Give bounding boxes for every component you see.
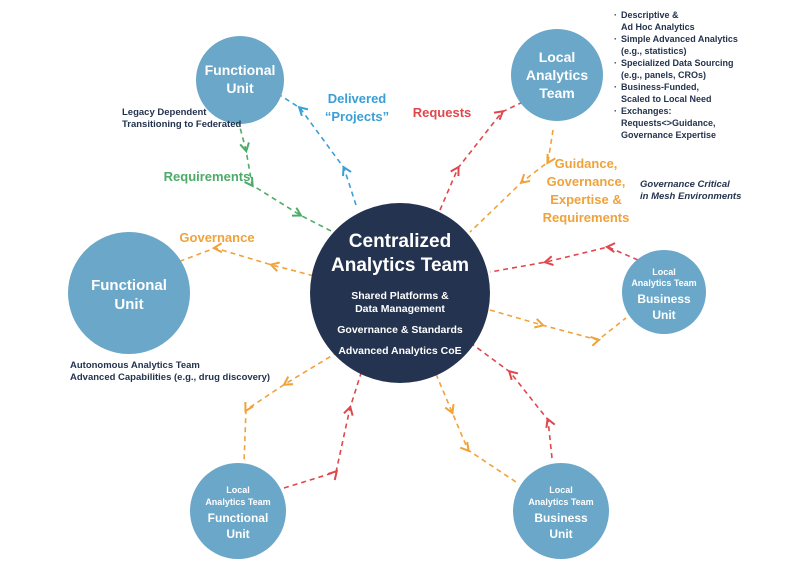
node-bottom-right-small2: Analytics Team xyxy=(528,497,593,507)
node-right-line1: Business xyxy=(637,292,691,306)
label-guidance-line1: Guidance, xyxy=(555,156,618,171)
node-top-left-line1: Functional xyxy=(205,62,276,78)
node-top-right-line1: Local xyxy=(539,49,576,65)
annotation-autonomous-line1: Autonomous Analytics Team xyxy=(70,360,200,371)
label-requirements: Requirements xyxy=(164,169,251,184)
connector-requirements xyxy=(237,119,334,233)
center-item1-line2: Data Management xyxy=(355,303,445,315)
node-top-right-line3: Team xyxy=(539,85,575,101)
list-item-1-line2: Ad Hoc Analytics xyxy=(621,22,695,32)
node-right: Local Analytics Team Business Unit xyxy=(622,250,706,334)
central-analytics-team: Centralized Analytics Team Shared Platfo… xyxy=(310,203,490,383)
annotations: Legacy Dependent Transitioning to Federa… xyxy=(70,10,741,383)
list-item-4-line2: Scaled to Local Need xyxy=(621,94,712,104)
list-item-4-line1: Business-Funded, xyxy=(621,82,699,92)
connector-governance-left xyxy=(177,242,323,279)
label-requests: Requests xyxy=(413,105,472,120)
node-bottom-right-line2: Unit xyxy=(549,527,572,541)
node-top-left: Functional Unit xyxy=(196,36,284,124)
label-guidance-line2: Governance, xyxy=(547,174,626,189)
node-top-left-line2: Unit xyxy=(226,80,254,96)
connector-requests xyxy=(439,99,528,211)
connector-right-orange xyxy=(489,309,627,347)
label-delivered-line1: Delivered xyxy=(328,91,387,106)
center-item3: Advanced Analytics CoE xyxy=(338,345,461,357)
node-right-small2: Analytics Team xyxy=(631,278,696,288)
annotation-legacy-line1: Legacy Dependent xyxy=(122,107,207,118)
list-item-5-line2: Requests<>Guidance, xyxy=(621,118,716,128)
list-item-1-line1: Descriptive & xyxy=(621,10,679,20)
list-item-2-line2: (e.g., statistics) xyxy=(621,46,687,56)
center-title-line2: Analytics Team xyxy=(331,255,469,276)
label-guidance-line3: Expertise & xyxy=(550,192,622,207)
node-bottom-left-small2: Analytics Team xyxy=(205,497,270,507)
node-right-small1: Local xyxy=(652,267,676,277)
local-team-capability-list: · Descriptive & Ad Hoc Analytics · Simpl… xyxy=(614,10,738,140)
list-bullet: · xyxy=(614,106,617,116)
node-left: Functional Unit xyxy=(68,232,190,354)
label-guidance-line4: Requirements xyxy=(543,210,630,225)
connector-bottom-left-red xyxy=(283,369,363,489)
label-governance: Governance xyxy=(179,230,254,245)
label-delivered-line2: “Projects” xyxy=(325,109,389,124)
node-bottom-left-line1: Functional xyxy=(208,511,269,525)
node-left-line2: Unit xyxy=(114,296,143,313)
node-right-line2: Unit xyxy=(652,308,675,322)
list-bullet: · xyxy=(614,58,617,68)
center-title-line1: Centralized xyxy=(349,231,451,252)
list-item-2-line1: Simple Advanced Analytics xyxy=(621,34,738,44)
annotation-governance-critical-line1: Governance Critical xyxy=(640,179,730,190)
connector-bottom-left-orange xyxy=(243,351,339,463)
list-item-3-line1: Specialized Data Sourcing xyxy=(621,58,734,68)
connector-bottom-right-red xyxy=(471,343,556,459)
annotation-legacy-line2: Transitioning to Federated xyxy=(122,119,241,130)
node-bottom-left: Local Analytics Team Functional Unit xyxy=(190,463,286,559)
list-bullet: · xyxy=(614,34,617,44)
node-left-line1: Functional xyxy=(91,277,167,294)
node-top-right: Local Analytics Team xyxy=(511,29,603,121)
annotation-autonomous-line2: Advanced Capabilities (e.g., drug discov… xyxy=(70,372,270,383)
node-bottom-right: Local Analytics Team Business Unit xyxy=(513,463,609,559)
list-bullet: · xyxy=(614,82,617,92)
node-bottom-right-small1: Local xyxy=(549,485,573,495)
center-item2: Governance & Standards xyxy=(337,324,463,336)
node-bottom-left-line2: Unit xyxy=(226,527,249,541)
list-bullet: · xyxy=(614,10,617,20)
list-item-5-line1: Exchanges: xyxy=(621,106,672,116)
connector-delivered-projects xyxy=(271,89,357,206)
list-item-5-line3: Governance Expertise xyxy=(621,130,716,140)
list-item-3-line2: (e.g., panels, CROs) xyxy=(621,70,706,80)
node-bottom-right-line1: Business xyxy=(534,511,588,525)
connectors xyxy=(177,89,639,489)
connector-guidance xyxy=(469,129,556,233)
edge-labels: Delivered “Projects” Requests Requiremen… xyxy=(164,91,630,245)
center-item1-line1: Shared Platforms & xyxy=(351,290,449,302)
connector-bottom-right-orange xyxy=(435,373,517,483)
node-bottom-left-small1: Local xyxy=(226,485,250,495)
connector-right-red xyxy=(489,242,639,273)
node-top-right-line2: Analytics xyxy=(526,67,588,83)
annotation-governance-critical-line2: in Mesh Environments xyxy=(640,191,741,202)
